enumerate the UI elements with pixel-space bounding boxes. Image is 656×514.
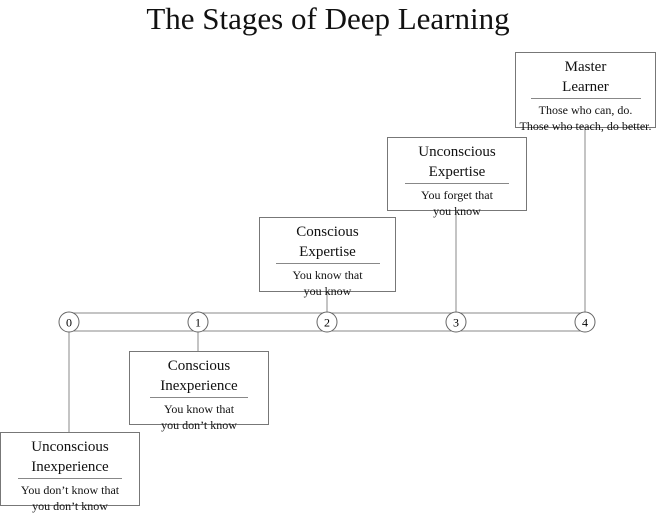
divider: [530, 98, 641, 99]
stage-name-line: Unconscious: [418, 144, 496, 160]
timeline-node-2: 2: [316, 311, 338, 333]
stage-desc-line: You forget that: [421, 188, 493, 202]
stage-desc-line: you don’t know: [32, 499, 108, 513]
stage-desc-line: Those who can, do.: [538, 103, 633, 117]
divider: [275, 263, 380, 264]
stage-desc-line: Those who teach, do better.: [519, 119, 652, 133]
node-label: 2: [324, 316, 330, 330]
stage-name-line: Expertise: [299, 244, 356, 260]
divider: [18, 478, 122, 479]
timeline-node-3: 3: [445, 311, 467, 333]
divider: [405, 183, 509, 184]
diagram-title: The Stages of Deep Learning: [146, 1, 510, 36]
stage-name-line: Unconscious: [31, 439, 109, 455]
node-label: 0: [66, 316, 72, 330]
stage-desc-line: you know: [303, 284, 352, 298]
divider: [150, 397, 248, 398]
timeline-node-4: 4: [574, 311, 596, 333]
stage-name-line: Expertise: [428, 164, 486, 180]
stage-name-line: Learner: [562, 79, 609, 95]
stage-name-line: Inexperience: [31, 459, 109, 475]
node-label: 4: [582, 316, 588, 330]
node-label: 1: [195, 316, 201, 330]
stage-desc-line: you know: [433, 204, 481, 218]
stage-name-line: Master: [564, 59, 607, 75]
stage-name-line: Conscious: [167, 358, 231, 374]
stage-desc-line: You don’t know that: [20, 483, 120, 497]
stage-name-line: Conscious: [296, 224, 359, 240]
node-label: 3: [453, 316, 459, 330]
stage-name-line: Inexperience: [160, 378, 238, 394]
timeline-node-0: 0: [58, 311, 80, 333]
timeline-node-1: 1: [187, 311, 209, 333]
stage-desc-line: You know that: [292, 268, 363, 282]
stage-desc-line: you don’t know: [161, 418, 237, 432]
stage-desc-line: You know that: [163, 402, 235, 416]
